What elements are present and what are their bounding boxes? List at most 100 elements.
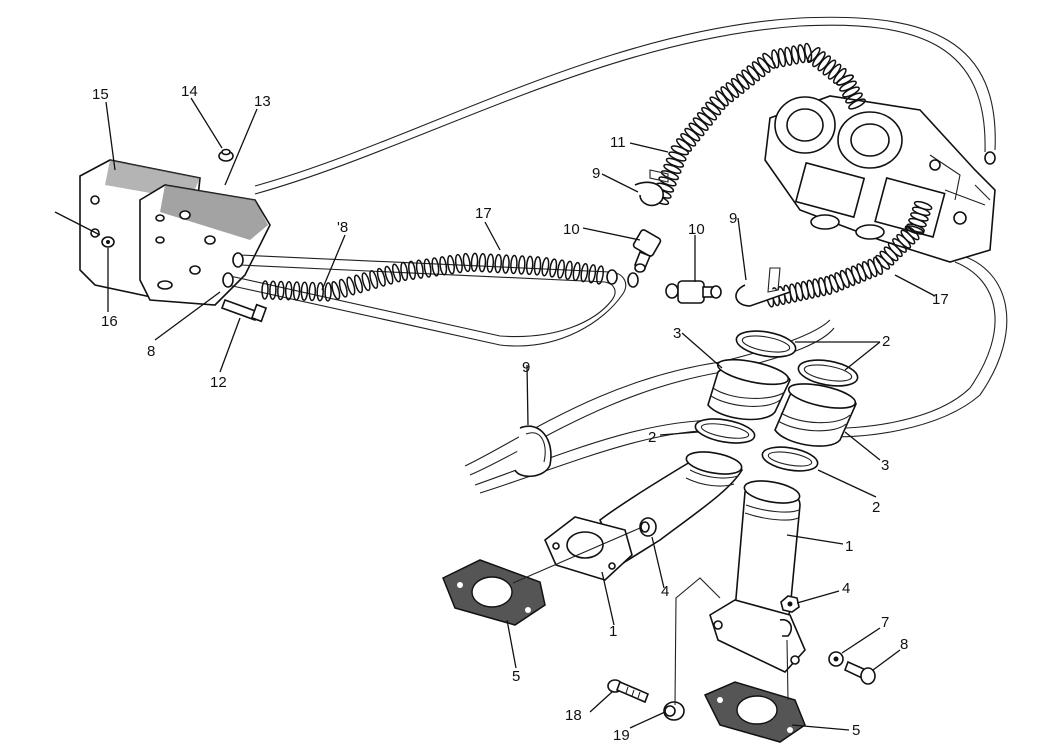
coil-turn (549, 258, 558, 278)
spring-coil-17-left (261, 252, 605, 302)
bolt-18 (607, 679, 650, 704)
label-8-right: 8 (900, 636, 908, 653)
assembly-guide-line (674, 577, 721, 706)
label-2-left: 2 (648, 429, 656, 446)
coil-turn (415, 259, 424, 279)
coil-turn (316, 281, 324, 302)
coil-turn (525, 255, 534, 276)
label-4-right: 4 (842, 580, 850, 597)
flange-gasket-5-right (703, 681, 806, 743)
coil-turn (845, 267, 856, 287)
clamp-band-2-b (797, 359, 859, 387)
hose-clamp-9-upper (634, 169, 669, 207)
coil-turn (361, 272, 371, 292)
label-9-lower: 9 (522, 359, 530, 376)
label-12: 12 (210, 374, 227, 391)
coil-turn (725, 82, 740, 99)
label-3-upper: 3 (673, 325, 681, 342)
coil-turn (494, 253, 502, 274)
flange-gasket-5-left (442, 559, 546, 626)
coil-turn (353, 274, 364, 294)
spacer-19 (663, 701, 685, 721)
coil-turn (836, 74, 854, 86)
coil-turn (839, 269, 850, 289)
coil-turn (431, 257, 440, 277)
coil-turn (595, 265, 605, 285)
label-9-upper: 9 (592, 165, 600, 182)
clamp-band-2-c (694, 418, 756, 444)
coil-turn (269, 280, 277, 300)
spring-coil-11 (650, 42, 866, 206)
right-loop-hose (819, 254, 1008, 438)
stud-line-right (786, 639, 789, 701)
label-8-left: 8 (147, 343, 155, 360)
label-2-lower: 2 (872, 499, 880, 516)
label-5-left: 5 (512, 668, 520, 685)
coil-turn (308, 281, 317, 302)
coil-turn (905, 225, 925, 235)
breather-hose-8 (222, 252, 639, 347)
coil-turn (376, 267, 386, 287)
label-19: 19 (613, 727, 630, 744)
coil-turn (470, 252, 479, 273)
coil-turn (670, 145, 690, 156)
coil-turn (541, 257, 550, 277)
coil-turn (533, 256, 542, 276)
nut-4-right (780, 595, 800, 613)
coil-turn (564, 260, 573, 280)
coil-turn (856, 263, 867, 282)
coil-turn (502, 254, 510, 274)
coil-turn (518, 255, 526, 275)
coil-turn (284, 280, 293, 301)
coil-turn (292, 281, 301, 301)
coil-turn (400, 261, 409, 282)
coil-turn (556, 259, 566, 279)
rubber-boot-3-a (707, 358, 791, 421)
label-14: 14 (181, 83, 198, 100)
coil-turn (369, 270, 379, 289)
hose-clamp-9-mid (735, 267, 791, 307)
label-3-lower: 3 (881, 457, 889, 474)
coil-turn (572, 261, 581, 282)
label-7: 7 (881, 614, 889, 631)
coil-turn (660, 170, 680, 181)
coil-turn (462, 252, 471, 273)
coil-turn (867, 258, 878, 278)
grommet-14 (218, 148, 234, 162)
coil-turn (705, 101, 722, 116)
clamp-band-2-d (761, 446, 819, 472)
coil-turn (346, 276, 356, 296)
coil-turn (447, 255, 455, 275)
label-17-right: 17 (932, 291, 949, 308)
coil-turn (331, 280, 341, 300)
coil-turn (261, 280, 269, 300)
coil-turn (828, 274, 839, 293)
coil-turn (423, 258, 432, 278)
intake-manifold-1-right (709, 480, 806, 673)
label-17-left: 17 (475, 205, 492, 222)
label-2-upper: 2 (882, 333, 890, 350)
callout-labels: 15 14 13 16 8 12 '8 17 11 9 10 10 9 17 3… (92, 83, 949, 744)
washer-16 (101, 236, 115, 248)
coil-turn (408, 260, 416, 280)
coil-turn (588, 264, 597, 284)
label-8-hose: '8 (337, 219, 348, 236)
intake-manifold-1-left (544, 451, 743, 581)
heat-shield-front (139, 184, 271, 306)
label-18: 18 (565, 707, 582, 724)
label-4-left: 4 (661, 583, 669, 600)
coil-turn (324, 282, 332, 302)
washer-7 (828, 651, 844, 667)
label-9-mid: 9 (729, 210, 737, 227)
twin-carburetors (764, 95, 996, 263)
connector-10-right (665, 280, 722, 304)
coil-turn (580, 263, 589, 283)
coil-turn (803, 42, 813, 62)
coil-turn (300, 281, 309, 301)
coil-turn (478, 252, 487, 273)
label-11: 11 (610, 134, 626, 151)
leader-lines (54, 97, 936, 731)
clip-right (779, 618, 792, 637)
coil-turn (486, 253, 495, 273)
